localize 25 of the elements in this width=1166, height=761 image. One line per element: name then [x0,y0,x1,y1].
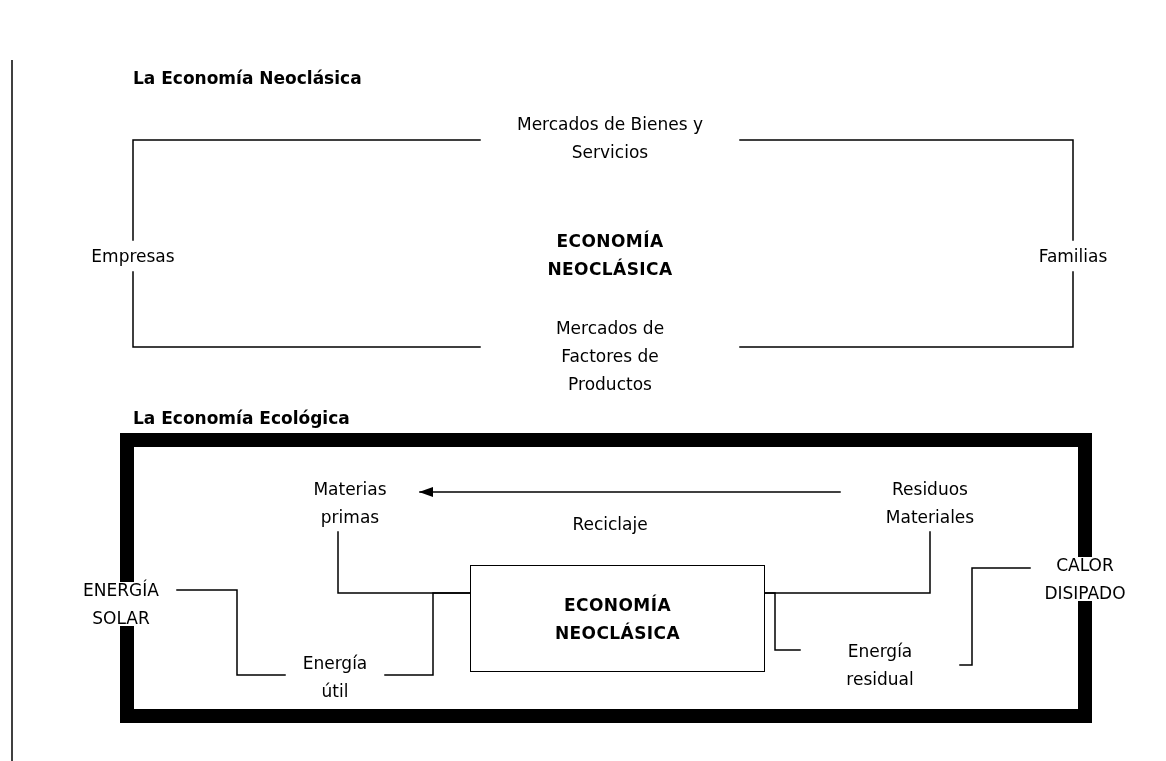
node-text: Residuos Materiales [840,474,1020,532]
node-text: Empresas [60,240,206,272]
connector-line [384,592,471,676]
node-text: Mercados de Bienes y Servicios [480,108,740,168]
node-text: Energía útil [285,648,385,706]
connector-line [132,271,481,348]
connector-line [739,139,1074,241]
node-text: Energía residual [800,636,960,694]
connector-line [764,592,801,651]
section-heading: La Economía Neoclásica [133,67,362,90]
section-heading: La Economía Ecológica [133,407,350,430]
connector-line [132,139,481,241]
node-text: Mercados de Factores de Productos [480,314,740,398]
node-text: ENERGÍA SOLAR [65,575,177,633]
arrow [419,487,841,497]
boundary-line [120,601,1092,723]
node-text: Materias primas [280,474,420,532]
connector-line [739,271,1074,348]
node-text: Familias [1016,240,1130,272]
node-text: CALOR DISIPADO [1030,550,1140,608]
node-text: ECONOMÍA NEOCLÁSICA [500,225,720,285]
connector-line [959,567,1031,666]
connector-line [176,589,286,676]
boundary-line [120,433,1092,582]
process-box: ECONOMÍA NEOCLÁSICA [470,565,765,672]
